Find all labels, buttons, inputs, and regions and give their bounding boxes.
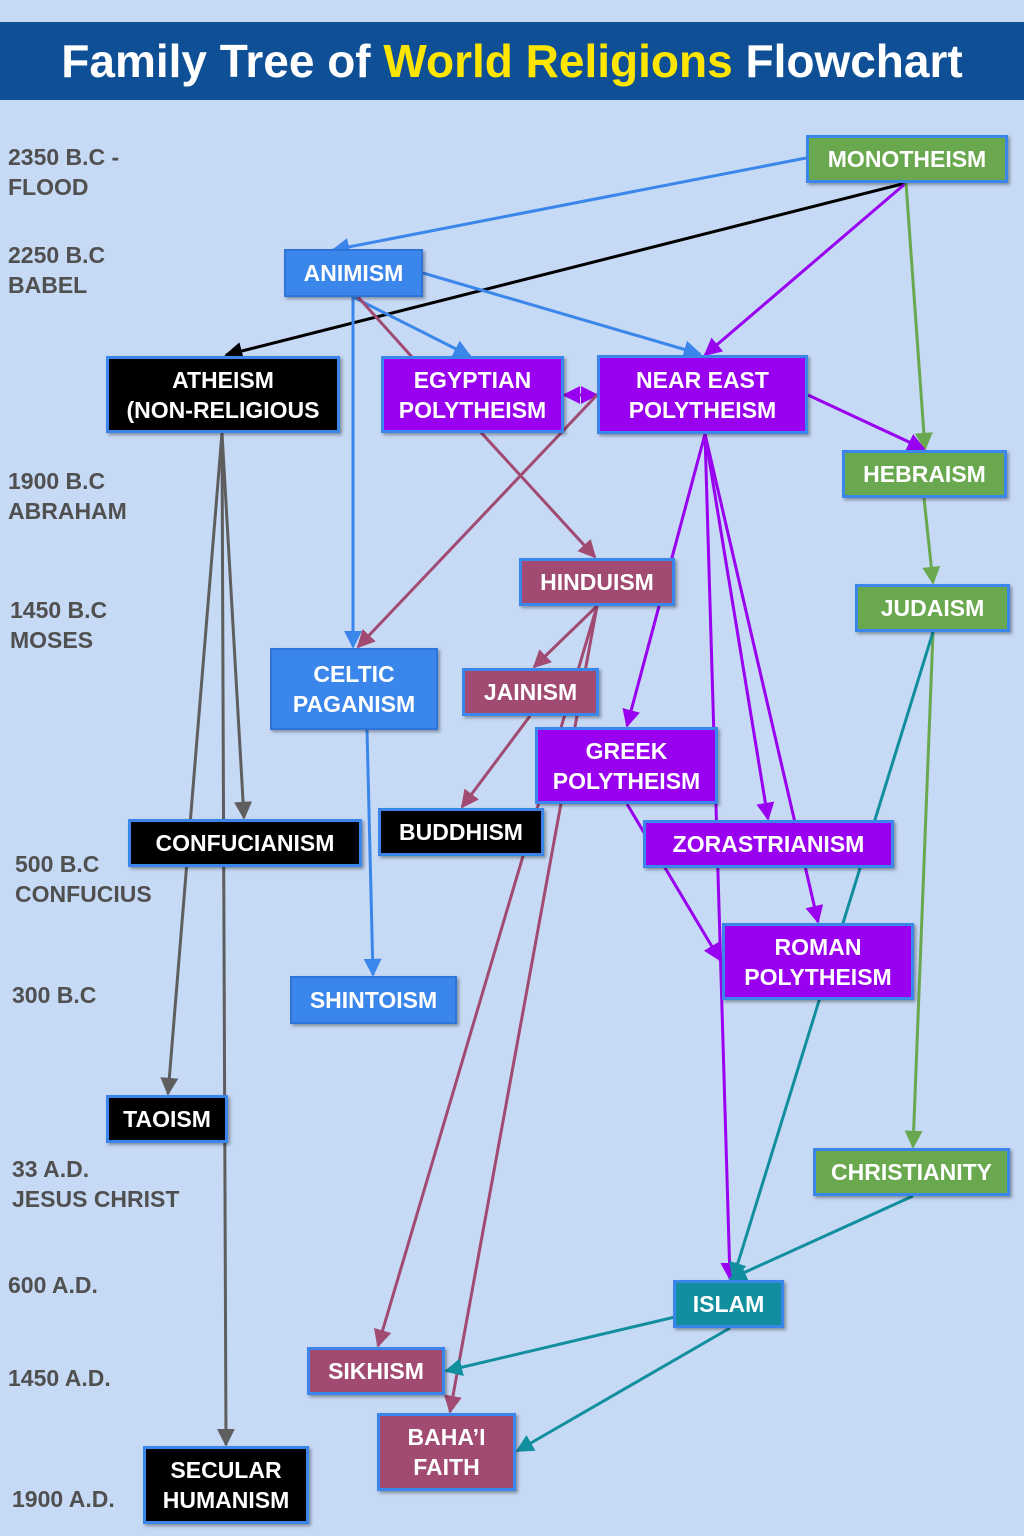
node-shintoism: SHINTOISM bbox=[290, 976, 457, 1024]
era-label-8: 600 A.D. bbox=[8, 1272, 98, 1298]
edge-neareast-to-zoroastrianism bbox=[703, 433, 775, 821]
edge-neareast-to-hebraism bbox=[807, 393, 926, 451]
era-label-1: 2350 B.C - FLOOD bbox=[8, 144, 120, 200]
node-secular: SECULAR HUMANISM bbox=[143, 1446, 309, 1524]
node-judaism: JUDAISM bbox=[855, 584, 1010, 632]
edge-animism-to-neareast bbox=[422, 271, 702, 359]
node-islam: ISLAM bbox=[673, 1280, 784, 1328]
title-prefix: Family Tree of bbox=[61, 35, 384, 87]
node-christianity: CHRISTIANITY bbox=[813, 1148, 1010, 1196]
node-atheism: ATHEISM (NON-RELIGIOUS bbox=[106, 356, 340, 433]
edge-hinduism-to-jainism bbox=[532, 604, 599, 669]
edge-hebraism-to-judaism bbox=[922, 497, 941, 585]
era-label-6: 300 B.C bbox=[12, 982, 97, 1008]
era-label-5: 500 B.C CONFUCIUS bbox=[15, 851, 152, 907]
edge-atheism-to-confucianism bbox=[220, 432, 253, 820]
node-egyptian: EGYPTIAN POLYTHEISM bbox=[381, 356, 564, 433]
edge-christianity-to-islam bbox=[728, 1194, 914, 1281]
title-suffix: Flowchart bbox=[732, 35, 963, 87]
edge-monotheism-to-hebraism bbox=[904, 182, 933, 451]
node-neareast: NEAR EAST POLYTHEISM bbox=[597, 355, 808, 434]
edge-greek-to-roman bbox=[625, 803, 722, 962]
edge-atheism-to-taoism bbox=[160, 432, 224, 1096]
edge-islam-to-bahai bbox=[515, 1326, 731, 1453]
edge-celtic-to-shintoism bbox=[363, 729, 382, 977]
node-hinduism: HINDUISM bbox=[519, 558, 675, 606]
node-celtic: CELTIC PAGANISM bbox=[270, 648, 438, 730]
node-monotheism: MONOTHEISM bbox=[806, 135, 1008, 183]
node-confucianism: CONFUCIANISM bbox=[128, 819, 362, 867]
node-greek: GREEK POLYTHEISM bbox=[535, 727, 718, 804]
edge-jainism-to-buddhism bbox=[460, 715, 532, 809]
node-taoism: TAOISM bbox=[106, 1095, 228, 1143]
edge-atheism-to-secular bbox=[216, 432, 235, 1447]
era-label-2: 2250 B.C BABEL bbox=[8, 242, 106, 298]
edge-monotheism-to-animism bbox=[331, 156, 807, 256]
title-banner: Family Tree of World Religions Flowchart bbox=[0, 22, 1024, 100]
edge-judaism-to-christianity bbox=[904, 631, 935, 1149]
edge-animism-to-egyptian bbox=[352, 295, 472, 358]
era-label-10: 1900 A.D. bbox=[12, 1486, 115, 1512]
node-zoroastrianism: ZORASTRIANISM bbox=[643, 820, 894, 868]
node-sikhism: SIKHISM bbox=[307, 1347, 445, 1395]
era-label-9: 1450 A.D. bbox=[8, 1365, 111, 1391]
node-buddhism: BUDDHISM bbox=[378, 808, 544, 856]
edge-monotheism-to-atheism bbox=[224, 181, 907, 360]
node-hebraism: HEBRAISM bbox=[842, 450, 1007, 498]
era-label-3: 1900 B.C ABRAHAM bbox=[8, 468, 127, 524]
node-bahai: BAHA’I FAITH bbox=[377, 1413, 516, 1491]
node-animism: ANIMISM bbox=[284, 249, 423, 297]
edge-monotheism-to-neareast bbox=[703, 181, 907, 357]
page-title: Family Tree of World Religions Flowchart bbox=[0, 22, 1024, 100]
title-highlight: World Religions bbox=[383, 35, 733, 87]
edge-neareast-to-celtic bbox=[356, 393, 599, 649]
node-roman: ROMAN POLYTHEISM bbox=[722, 923, 914, 1000]
era-label-4: 1450 B.C MOSES bbox=[10, 597, 108, 653]
era-label-7: 33 A.D. JESUS CHRIST bbox=[12, 1156, 180, 1212]
node-jainism: JAINISM bbox=[462, 668, 599, 716]
